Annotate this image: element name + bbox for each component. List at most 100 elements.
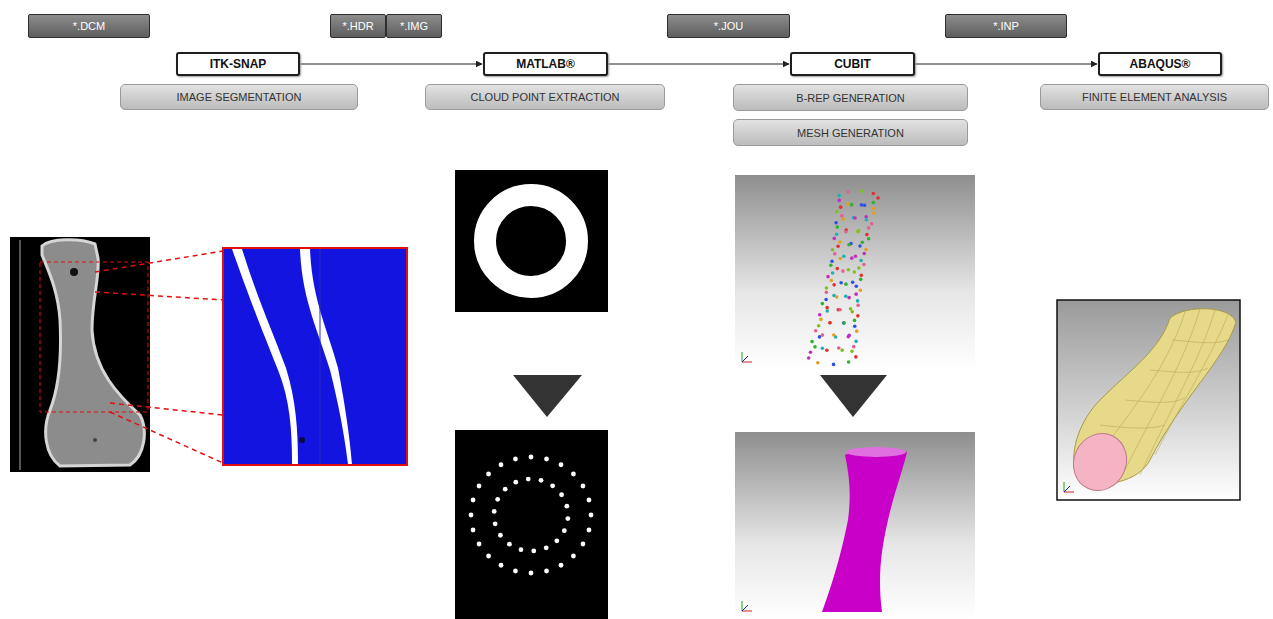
cloud-point xyxy=(499,563,504,568)
cloud-point xyxy=(856,230,860,234)
software-box: ABAQUS® xyxy=(1098,52,1222,76)
cloud-point xyxy=(493,521,498,526)
file-box: *.JOU xyxy=(667,14,790,38)
zoom-region xyxy=(40,262,148,412)
cloud-point xyxy=(855,329,859,333)
cloud-point xyxy=(503,487,508,492)
step-box: CLOUD POINT EXTRACTION xyxy=(425,84,665,110)
cloud-point xyxy=(852,345,856,349)
cloud-point xyxy=(842,255,846,259)
ct-speck xyxy=(93,438,97,442)
cloud-point xyxy=(571,472,576,477)
cloud-point xyxy=(526,477,531,482)
cloud-point xyxy=(854,292,858,296)
cloud-point xyxy=(854,340,858,344)
cloud-point xyxy=(837,194,841,198)
segmentation-view xyxy=(223,248,407,465)
cloud-point xyxy=(559,563,564,568)
software-name: ITK-SNAP xyxy=(210,57,267,71)
cloud-point xyxy=(829,321,833,325)
cloud-point xyxy=(842,321,846,325)
cloud-point xyxy=(834,221,838,225)
cloud-point xyxy=(841,269,845,273)
cloud-point xyxy=(850,350,854,354)
cloud-point xyxy=(828,321,832,325)
cloud-point xyxy=(863,203,867,207)
flow-arrow xyxy=(608,64,789,65)
cloud-points xyxy=(469,455,594,576)
cloud-point xyxy=(498,533,503,538)
cloud-point xyxy=(859,278,863,282)
process-step: CLOUD POINT EXTRACTION xyxy=(471,91,620,103)
cloud-point xyxy=(846,335,850,339)
cloud-point xyxy=(821,347,825,351)
ct-image xyxy=(10,237,150,472)
cloud-point xyxy=(550,483,555,488)
cloud-point xyxy=(825,348,829,352)
cloud-point xyxy=(507,542,512,547)
down-triangle xyxy=(820,375,887,417)
cloud-point xyxy=(855,284,859,288)
file-extension: *.HDR xyxy=(342,20,373,32)
cloud-point xyxy=(544,457,549,462)
axis-triad xyxy=(742,601,752,611)
cloud-point xyxy=(861,240,865,244)
cloud-point xyxy=(807,356,811,360)
cloud-points xyxy=(807,189,880,366)
cloud-point xyxy=(850,310,854,314)
step-box: FINITE ELEMENT ANALYSIS xyxy=(1040,84,1269,110)
cloud-point xyxy=(531,549,536,554)
cloud-point xyxy=(559,462,564,467)
cloud-point xyxy=(826,275,830,279)
cloud-point xyxy=(589,513,594,518)
cloud-point xyxy=(872,211,876,215)
cloud-point xyxy=(829,263,833,267)
cloud-point xyxy=(587,498,592,503)
femur-slice xyxy=(42,240,144,466)
file-extension: *.IMG xyxy=(400,20,428,32)
down-triangle xyxy=(513,375,582,417)
cloud-point xyxy=(471,528,476,533)
cloud-point xyxy=(862,252,866,256)
file-box: *.DCM xyxy=(28,14,150,38)
cortex-band xyxy=(232,249,298,464)
cloud-point xyxy=(477,484,482,489)
cloud-point xyxy=(858,244,862,248)
step-box: MESH GENERATION xyxy=(733,119,968,146)
solid-view xyxy=(735,432,975,619)
cloud-point xyxy=(856,303,860,307)
crosshair xyxy=(320,249,321,464)
speck xyxy=(299,437,305,443)
cortex-ring xyxy=(485,195,577,287)
file-box: *.INP xyxy=(945,14,1067,38)
software-box: CUBIT xyxy=(790,52,915,76)
cloud-point xyxy=(860,203,864,207)
cloud-point xyxy=(562,528,567,533)
cloud-point xyxy=(830,259,834,263)
cloud-point xyxy=(859,259,863,263)
cloud-point xyxy=(854,355,858,359)
cloud-point xyxy=(559,492,564,497)
software-box: ITK-SNAP xyxy=(176,52,300,76)
cloud-point xyxy=(857,266,861,270)
cloud-point xyxy=(847,360,851,364)
cloud-point xyxy=(519,547,524,552)
cloud-point xyxy=(835,210,839,214)
cloud-point xyxy=(513,457,518,462)
software-name: CUBIT xyxy=(834,57,871,71)
cloud-point xyxy=(469,513,474,518)
cloud-point xyxy=(872,201,876,205)
cloud-point xyxy=(581,484,586,489)
cloud-point xyxy=(513,480,518,485)
cloud-point xyxy=(876,196,880,200)
flow-arrow xyxy=(300,64,482,65)
cloud-point xyxy=(859,273,863,277)
cloud-point xyxy=(846,190,850,194)
cloud-point xyxy=(844,230,848,234)
cloud-point xyxy=(867,226,871,230)
cloud-point xyxy=(565,516,570,521)
cloud-point xyxy=(853,216,857,220)
ct-hole xyxy=(70,268,78,276)
point-cloud-view xyxy=(735,175,975,370)
